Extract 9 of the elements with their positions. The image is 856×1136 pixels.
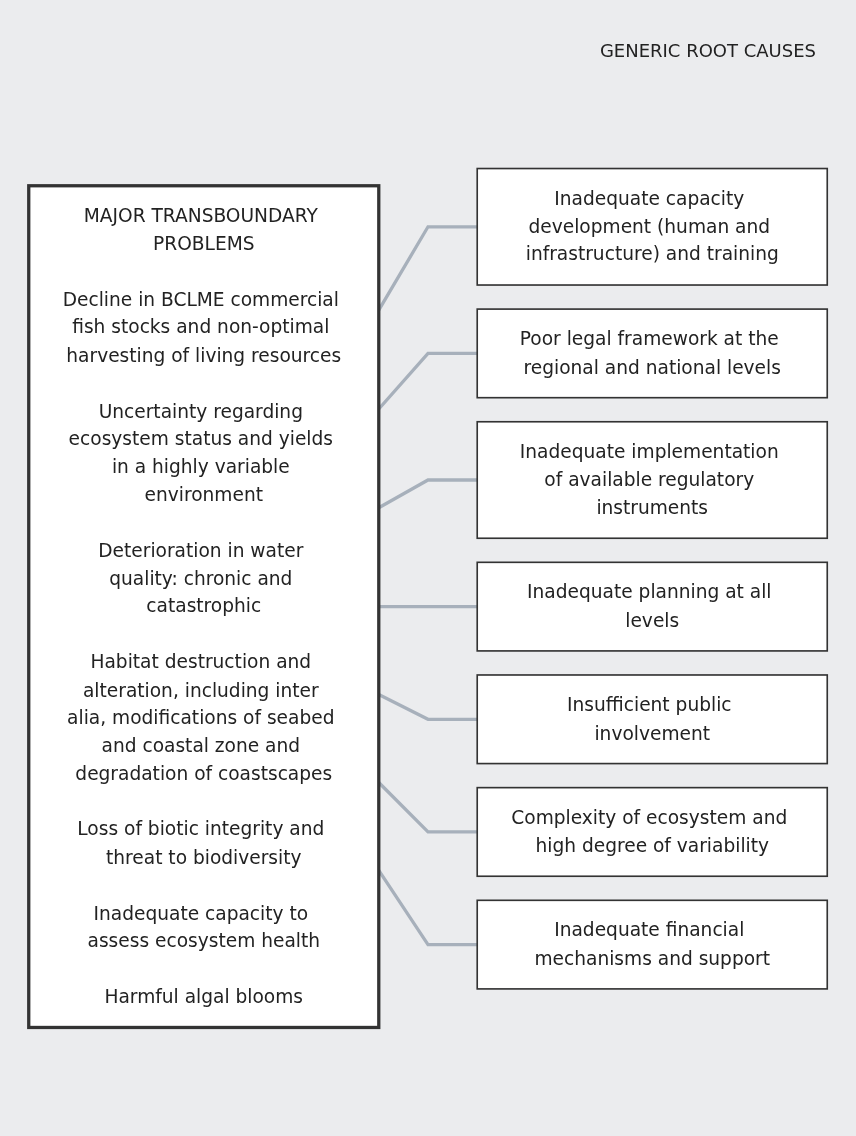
node-box: Inadequate implementation of available regulatory instruments [476, 420, 829, 540]
node-box: MAJOR TRANSBOUNDARY PROBLEMS Decline in BCLME commercial fish stocks and non-optimal harvesting of living resources Uncertainty regarding ecosystem status and yields in a highly variable environment Deterioration in water quality: chronic and catastrophic Habitat destruction and alteration, including inter alia, modifications of seabed and coastal zone and degradation of coastscapes Loss of biotic integrity and threat to biodiversity Inadequate capacity to assess ecosystem health Harmful algal blooms [27, 184, 381, 1030]
node-box: Poor legal framework at the regional and national levels [476, 308, 829, 399]
node-box: Inadequate financial mechanisms and support [476, 899, 829, 990]
node-box: Insufficient public involvement [476, 674, 829, 765]
column-heading: GENERIC ROOT CAUSES [599, 40, 816, 61]
node-box: Inadequate planning at all levels [476, 561, 829, 652]
node-box: Inadequate capacity development (human and infrastructure) and training [476, 167, 829, 286]
node-box: Complexity of ecosystem and high degree of variability [476, 786, 829, 878]
